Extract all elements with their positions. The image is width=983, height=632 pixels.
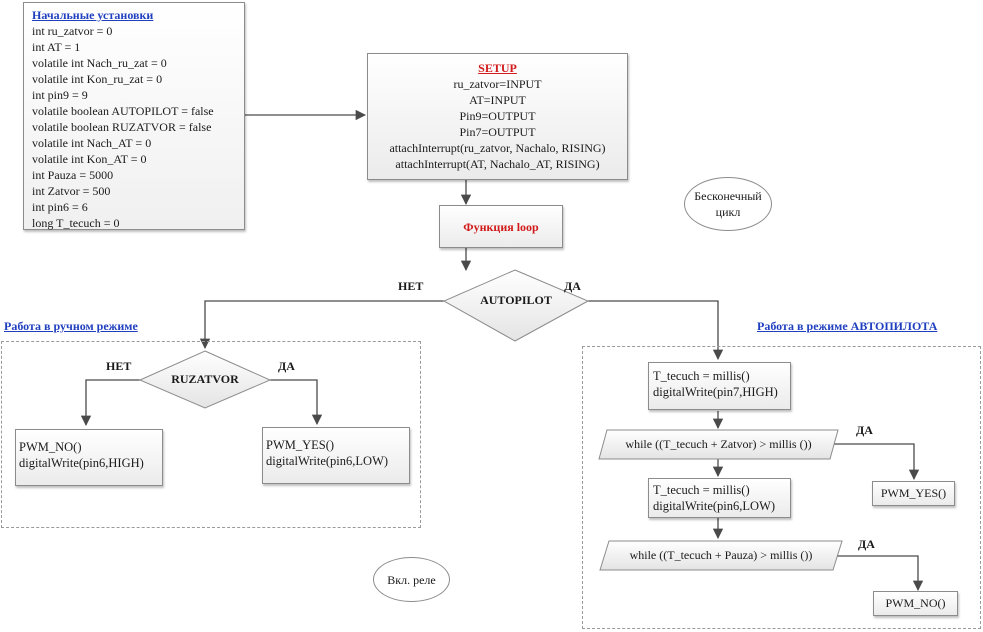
autopilot-section-title: Работа в режиме АВТОПИЛОТА: [757, 319, 938, 333]
setup-block: SETUP ru_zatvor=INPUT AT=INPUT Pin9=OUTPUT…: [367, 53, 628, 180]
infinite-loop-note-line: Бесконечный: [694, 189, 762, 203]
init-line: int Zatvor = 500: [32, 184, 111, 198]
autopilot-section-frame: [582, 346, 981, 629]
init-line: volatile int Kon_ru_zat = 0: [32, 72, 163, 86]
setup-block-title: SETUP: [478, 61, 517, 75]
relay-note: Вкл. реле: [373, 557, 450, 602]
while1-shape: [598, 429, 839, 460]
autopilot-step2-box: T_tecuch = millis() digitalWrite(pin6,LOW…: [648, 478, 791, 518]
loop-block-label: Функция loop: [463, 219, 539, 234]
setup-line: ru_zatvor=INPUT: [453, 77, 542, 91]
connector-while1-yes: [830, 443, 920, 481]
pwm-yes-box: PWM_YES(): [872, 481, 955, 506]
connector-ruzatvor-yes: [270, 379, 323, 426]
init-line: long T_tecuch = 0: [32, 216, 120, 230]
relay-note-label: Вкл. реле: [387, 572, 436, 587]
connector-while2-yes: [833, 555, 924, 592]
connector-ruzatvor-no: [80, 379, 140, 427]
ruzatvor-no-label: НЕТ: [106, 359, 132, 373]
autopilot-step1-box: T_tecuch = millis() digitalWrite(pin7,HIG…: [648, 362, 791, 410]
ruzatvor-decision-shape: [138, 350, 272, 409]
while1-label: while ((T_tecuch + Zatvor) > millis ()): [625, 437, 812, 451]
while1-yes-label: ДА: [856, 423, 873, 437]
ruzatvor-yes-label: ДА: [278, 359, 295, 373]
setup-line: attachInterrupt(AT, Nachalo_AT, RISING): [395, 157, 600, 171]
while2-shape: [599, 540, 843, 571]
manual-yes-box: PWM_YES() digitalWrite(pin6,LOW): [262, 427, 410, 484]
pwm-no-label: PWM_NO(): [885, 596, 946, 610]
init-line: int ru_zatvor = 0: [32, 24, 113, 38]
while2-label: while ((T_tecuch + Pauza) > millis ()): [629, 548, 813, 562]
autopilot-decision-label: AUTOPILOT: [480, 293, 552, 307]
manual-yes-line: PWM_YES(): [266, 438, 335, 452]
manual-yes-line: digitalWrite(pin6,LOW): [266, 454, 389, 468]
init-block-lines: int ru_zatvor = 0 int AT = 1 volatile int …: [32, 23, 244, 231]
manual-no-box: PWM_NO() digitalWrite(pin6,HIGH): [15, 429, 163, 486]
ruzatvor-decision-label: RUZATVOR: [171, 372, 239, 386]
setup-line: Pin7=OUTPUT: [459, 125, 536, 139]
manual-section-frame: [1, 341, 421, 528]
autopilot-yes-label: ДА: [564, 279, 581, 293]
while2-yes-label: ДА: [858, 537, 875, 551]
setup-line: attachInterrupt(ru_zatvor, Nachalo, RISI…: [389, 141, 606, 155]
autopilot-decision-shape: [442, 269, 590, 342]
init-line: volatile int Nach_ru_zat = 0: [32, 56, 167, 70]
init-line: volatile int Nach_AT = 0: [32, 136, 152, 150]
autopilot-step2-line: digitalWrite(pin6,LOW): [653, 499, 776, 513]
autopilot-step1-line: digitalWrite(pin7,HIGH): [653, 385, 778, 399]
init-line: int AT = 1: [32, 40, 81, 54]
pwm-yes-label: PWM_YES(): [880, 486, 947, 500]
infinite-loop-note: Бесконечный цикл: [684, 177, 772, 231]
manual-no-line: PWM_NO(): [19, 440, 82, 454]
setup-line: Pin9=OUTPUT: [459, 109, 536, 123]
init-line: int pin9 = 9: [32, 88, 88, 102]
init-line: volatile boolean RUZATVOR = false: [32, 120, 212, 134]
init-line: volatile int Kon_AT = 0: [32, 152, 147, 166]
connector-autopilot-no: [199, 300, 444, 350]
loop-block: Функция loop: [439, 205, 563, 248]
autopilot-step1-line: T_tecuch = millis(): [653, 369, 750, 383]
connector-autopilot-yes: [588, 300, 724, 361]
init-line: int pin6 = 6: [32, 200, 88, 214]
setup-block-lines: ru_zatvor=INPUT AT=INPUT Pin9=OUTPUT Pin7=O…: [368, 76, 627, 172]
manual-no-line: digitalWrite(pin6,HIGH): [19, 456, 144, 470]
init-line: int Pauza = 5000: [32, 168, 114, 182]
manual-section-title: Работа в ручном режиме: [4, 319, 138, 333]
autopilot-no-label: НЕТ: [398, 279, 424, 293]
init-line: volatile boolean AUTOPILOT = false: [32, 104, 214, 118]
infinite-loop-note-line: цикл: [715, 205, 741, 219]
setup-line: AT=INPUT: [469, 93, 526, 107]
init-block-title: Начальные установки: [32, 8, 154, 22]
autopilot-step2-line: T_tecuch = millis(): [653, 483, 750, 497]
pwm-no-box: PWM_NO(): [873, 591, 958, 616]
